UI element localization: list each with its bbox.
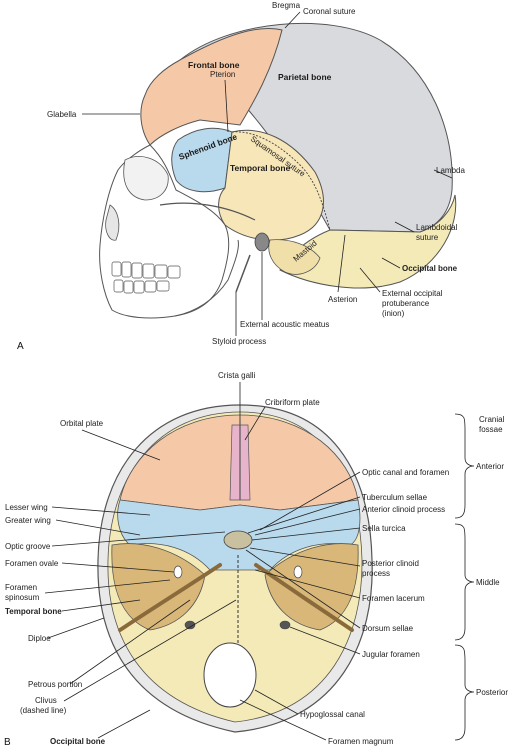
label-occipital-bone: Occipital bone <box>402 264 458 273</box>
label-petrous-portion: Petrous portion <box>28 680 82 689</box>
label-posterior-clinoid-2: process <box>362 569 390 578</box>
label-coronal-suture: Coronal suture <box>303 7 356 16</box>
label-optic-groove: Optic groove <box>5 542 51 551</box>
label-lambdoidal-suture-2: suture <box>416 233 439 242</box>
label-greater-wing: Greater wing <box>5 516 51 525</box>
label-bregma: Bregma <box>272 1 301 10</box>
label-lesser-wing: Lesser wing <box>5 503 48 512</box>
label-eop-2: protuberance <box>382 299 430 308</box>
label-cribriform-plate: Cribriform plate <box>265 398 320 407</box>
foramen-magnum <box>203 642 257 708</box>
label-foramen-spinosum-2: spinosum <box>5 593 40 602</box>
label-anterior-clinoid: Anterior clinoid process <box>362 505 445 514</box>
orbit <box>123 156 169 201</box>
label-sella-turcica: Sella turcica <box>362 524 406 533</box>
label-asterion: Asterion <box>328 295 357 304</box>
label-foramen-magnum: Foramen magnum <box>328 737 394 746</box>
label-temporal-bone: Temporal bone <box>230 163 291 173</box>
nasal-aperture <box>105 204 120 241</box>
lateral-skull <box>99 22 457 319</box>
label-styloid-process: Styloid process <box>212 337 266 346</box>
frontal-bone-region <box>140 28 283 146</box>
label-foramen-spinosum-1: Foramen <box>5 583 37 592</box>
foramen-ovale-right <box>293 565 303 579</box>
label-eop-3: (inion) <box>382 309 405 318</box>
fossae-brackets: Cranial fossae Anterior Middle Posterior <box>454 413 508 741</box>
mandible <box>174 239 239 317</box>
squamosal-suture <box>231 131 331 231</box>
jugular-foramen-left <box>184 620 196 630</box>
sella-turcica <box>223 530 253 550</box>
label-occipital-bone-base: Occipital bone <box>50 737 106 746</box>
sphenoid-bone-region <box>171 127 233 193</box>
label-clivus-1: Clivus <box>35 696 57 705</box>
label-jugular-foramen: Jugular foramen <box>362 650 420 659</box>
petrous-ridge-right <box>254 563 354 632</box>
label-orbital-plate: Orbital plate <box>60 419 104 428</box>
middle-fossa-right <box>264 543 359 631</box>
label-tuberculum-sellae: Tuberculum sellae <box>362 493 428 502</box>
label-lambda: Lambda <box>436 166 465 175</box>
label-frontal-bone: Frontal bone <box>188 60 240 70</box>
cranial-base <box>97 404 373 733</box>
temporal-bone-region <box>218 129 324 241</box>
petrous-ridge-left <box>118 563 222 632</box>
fossa-middle: Middle <box>476 578 500 587</box>
label-external-acoustic-meatus: External acoustic meatus <box>240 320 329 329</box>
label-posterior-clinoid-1: Posterior clinoid <box>362 559 419 568</box>
middle-fossa-left <box>111 543 206 631</box>
base-labels: Crista galli Cribriform plate Orbital pl… <box>4 371 449 748</box>
jugular-foramen-right <box>279 620 291 630</box>
mastoid-region <box>268 239 321 275</box>
label-foramen-lacerum: Foramen lacerum <box>362 594 425 603</box>
styloid-process <box>235 254 251 293</box>
fossae-title-1: Cranial <box>479 415 505 424</box>
panel-label-a: A <box>17 341 24 352</box>
label-foramen-ovale: Foramen ovale <box>5 559 59 568</box>
label-glabella: Glabella <box>47 110 77 119</box>
label-lambdoidal-suture-1: Lambdoidal <box>416 223 458 232</box>
teeth <box>111 261 181 294</box>
label-parietal-bone: Parietal bone <box>278 72 332 82</box>
label-dorsum-sellae: Dorsum sellae <box>362 624 414 633</box>
label-hypoglossal-canal: Hypoglossal canal <box>300 710 365 719</box>
label-eop-1: External occipital <box>382 289 443 298</box>
label-optic-canal: Optic canal and foramen <box>362 468 449 477</box>
fossa-posterior: Posterior <box>476 688 508 697</box>
external-acoustic-meatus <box>254 232 270 252</box>
fossae-title-2: fossae <box>479 425 503 434</box>
label-diploe: Diploe <box>28 634 51 643</box>
zygomatic-arch <box>159 202 256 221</box>
label-pterion: Pterion <box>210 70 235 79</box>
label-clivus-2: (dashed line) <box>20 706 67 715</box>
fossa-anterior: Anterior <box>476 462 504 471</box>
label-crista-galli: Crista galli <box>218 371 256 380</box>
panel-label-b: B <box>4 737 11 748</box>
foramen-ovale-left <box>173 565 183 579</box>
label-temporal-bone-base: Temporal bone <box>5 607 62 616</box>
